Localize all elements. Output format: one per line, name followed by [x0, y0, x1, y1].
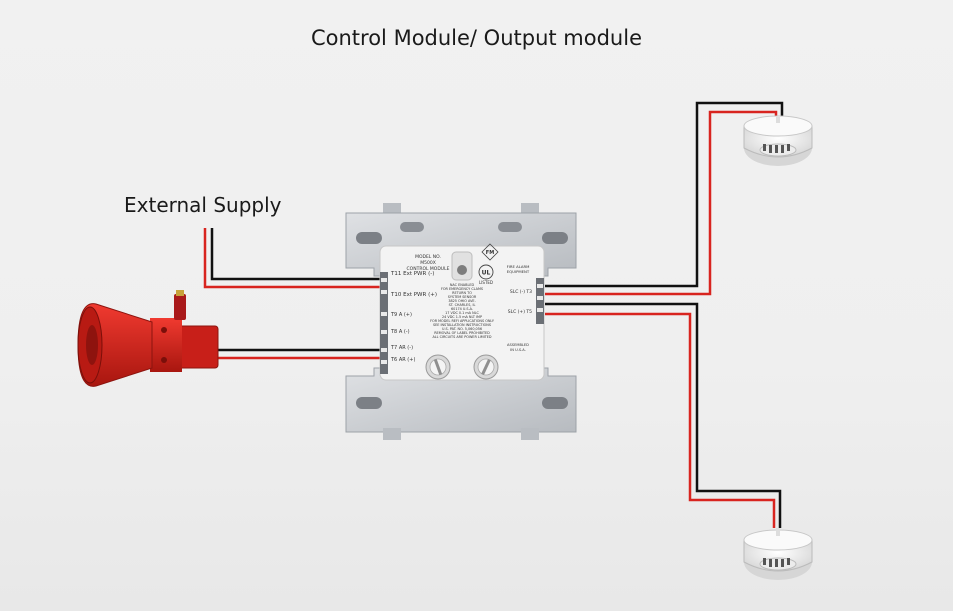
terminal-t3: SLC (-) T3 [510, 289, 532, 295]
horn-mount-bracket [177, 325, 219, 369]
module-bottom-bracket [345, 367, 577, 440]
terminal-t10: T10 Ext PWR (+) [390, 292, 437, 298]
horn-sounder [77, 290, 219, 387]
top-detector-wire-red [545, 110, 778, 296]
module-led [457, 265, 467, 275]
rotary-switch-tens [425, 354, 451, 380]
model-line-2: M500X [420, 260, 436, 266]
assembled-text-1: ASSEMBLED [507, 343, 529, 347]
bottom-detector-wire-red [545, 312, 776, 528]
terminal-t11: T11 Ext PWR (-) [390, 271, 434, 277]
model-label: MODEL NO. M500X CONTROL MODULE [407, 254, 450, 272]
svg-text:ST. CHARLES, IL: ST. CHARLES, IL [449, 303, 476, 307]
supply-wire-black [210, 228, 384, 281]
svg-text:U.S. PAT. NO. 5,060,056: U.S. PAT. NO. 5,060,056 [442, 327, 482, 331]
right-terminal-labels: SLC (-) T3 SLC (+) T5 [508, 289, 532, 315]
horn-gland [174, 294, 186, 320]
svg-text:60174 U.S.A.: 60174 U.S.A. [451, 307, 473, 311]
smoke-detector-top [743, 115, 813, 166]
svg-text:SYSTEM SENSOR: SYSTEM SENSOR [448, 295, 477, 299]
top-detector-wire-black [545, 101, 784, 288]
svg-text:ALL CIRCUITS ARE POWER LIMITED: ALL CIRCUITS ARE POWER LIMITED [432, 335, 491, 339]
rotary-switch-ones [473, 354, 499, 380]
control-module: MODEL NO. M500X CONTROL MODULE FM UL LIS… [345, 203, 577, 440]
terminal-t7: T7 AR (-) [390, 345, 413, 351]
horn-wires [218, 348, 384, 360]
terminal-t6: T6 AR (+) [390, 357, 415, 363]
horn-body [150, 318, 182, 372]
svg-text:FM: FM [486, 250, 494, 256]
left-terminal-labels: T11 Ext PWR (-) T10 Ext PWR (+) T9 A (+)… [390, 271, 437, 363]
external-supply-label: External Supply [124, 193, 282, 217]
right-terminal-strip [536, 278, 544, 324]
detector-loop-wires [545, 101, 784, 528]
diagram-title: Control Module/ Output module [310, 26, 643, 50]
listed-text: LISTED [479, 280, 493, 285]
terminal-t5: SLC (+) T5 [508, 309, 532, 315]
fm-mark: FM [481, 243, 499, 261]
terminal-t8: T8 A (-) [390, 329, 410, 335]
svg-text:FOR EMERGENCY CLAMS: FOR EMERGENCY CLAMS [441, 287, 483, 291]
svg-text:17 VDC 0.1 mA NLC: 17 VDC 0.1 mA NLC [445, 311, 479, 315]
horn-gland-cap [176, 290, 184, 296]
supply-wire-red [203, 228, 384, 289]
svg-text:UL: UL [482, 270, 491, 277]
fire-alarm-text-1: FIRE ALARM [507, 264, 530, 269]
bottom-detector-wire-black [545, 302, 782, 528]
external-supply-wires [203, 228, 384, 289]
terminal-t9: T9 A (+) [390, 312, 412, 318]
model-line-1: MODEL NO. [415, 254, 441, 260]
left-terminal-strip [380, 272, 388, 374]
svg-text:REMOVAL OF LABEL PROHIBITED: REMOVAL OF LABEL PROHIBITED [434, 331, 490, 335]
smoke-detector-bottom [743, 528, 813, 580]
svg-text:SEE INSTALLATION INSTRUCTIONS: SEE INSTALLATION INSTRUCTIONS [433, 323, 491, 327]
module-fine-print: NAC ENABLED FOR EMERGENCY CLAMS RETURN T… [430, 283, 495, 339]
svg-text:NAC ENABLED: NAC ENABLED [450, 283, 475, 287]
svg-text:3825 OHIO AVE.: 3825 OHIO AVE. [448, 299, 475, 303]
assembled-text-2: IN U.S.A. [510, 348, 526, 352]
ul-mark: UL LISTED [478, 264, 494, 285]
svg-text:RETURN TO: RETURN TO [452, 291, 472, 295]
svg-text:FOR MODEL REFI APPLICATIONS ON: FOR MODEL REFI APPLICATIONS ONLY [430, 319, 495, 323]
model-line-3: CONTROL MODULE [407, 266, 450, 272]
svg-text:24 VDC 1.5 mA NLT IMP: 24 VDC 1.5 mA NLT IMP [442, 315, 482, 319]
fire-alarm-text-2: EQUIPMENT [507, 269, 530, 274]
